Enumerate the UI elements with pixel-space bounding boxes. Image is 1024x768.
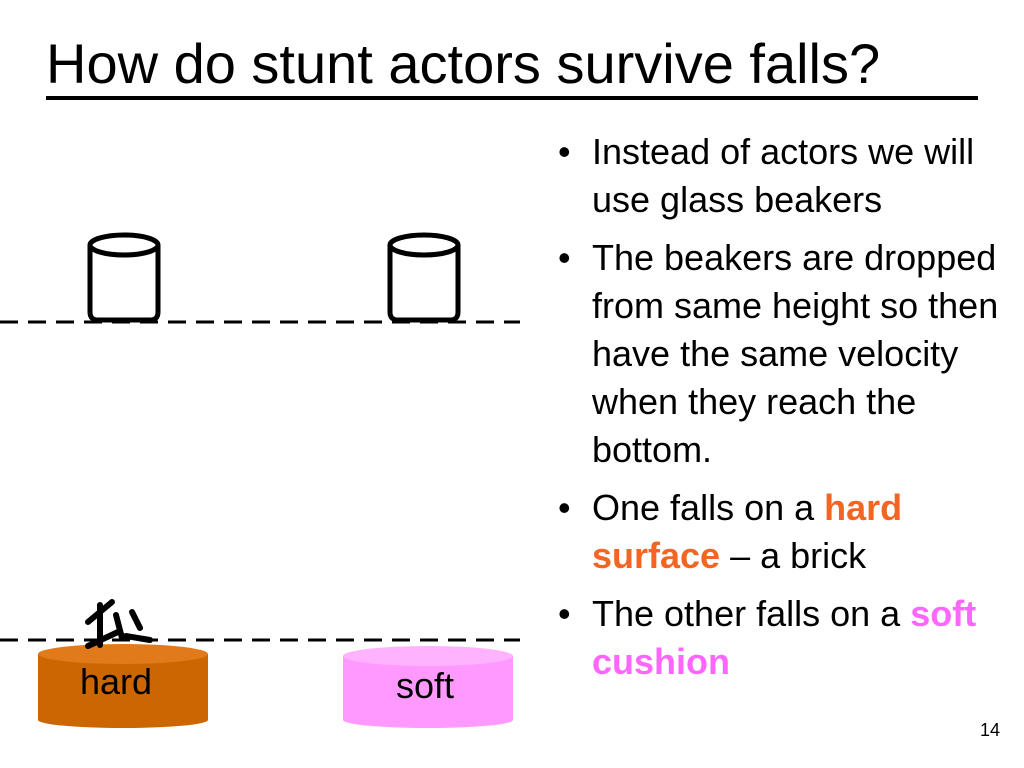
bullet-dot: •	[558, 593, 571, 634]
hard-surface-keyword: hard surface	[592, 487, 903, 576]
page-number: 14	[979, 720, 1000, 740]
glass-beaker-icon	[87, 232, 161, 323]
bullet-text-pre: One falls on a	[592, 487, 825, 528]
bullet-item: • The other falls on a soft cushion	[550, 590, 1010, 686]
bullet-dot: •	[558, 487, 571, 528]
soft-cushion-keyword: soft cushion	[592, 593, 977, 682]
hard-label: hard	[80, 661, 153, 702]
bullet-dot: •	[558, 131, 571, 172]
bullet-text: The beakers are dropped from same height…	[592, 237, 999, 470]
soft-label: soft	[396, 665, 455, 706]
title-underline	[46, 96, 978, 100]
brick	[38, 644, 208, 728]
bullet-text: Instead of actors we will use glass beak…	[592, 131, 975, 220]
bullet-dot: •	[558, 237, 571, 278]
glass-beaker-icon	[387, 232, 461, 323]
drop-illustration	[0, 232, 520, 728]
bullet-item: • The beakers are dropped from same heig…	[550, 234, 1010, 474]
cushion	[343, 646, 513, 728]
broken-glass-icon	[85, 599, 153, 649]
bullet-text-post: – a brick	[720, 535, 867, 576]
bullet-item: • Instead of actors we will use glass be…	[550, 128, 1010, 224]
bullet-text-pre: The other falls on a	[592, 593, 911, 634]
slide-title: How do stunt actors survive falls?	[46, 32, 881, 95]
bullet-item: • One falls on a hard surface – a brick	[550, 484, 1010, 580]
bullet-list: • Instead of actors we will use glass be…	[550, 128, 1010, 696]
